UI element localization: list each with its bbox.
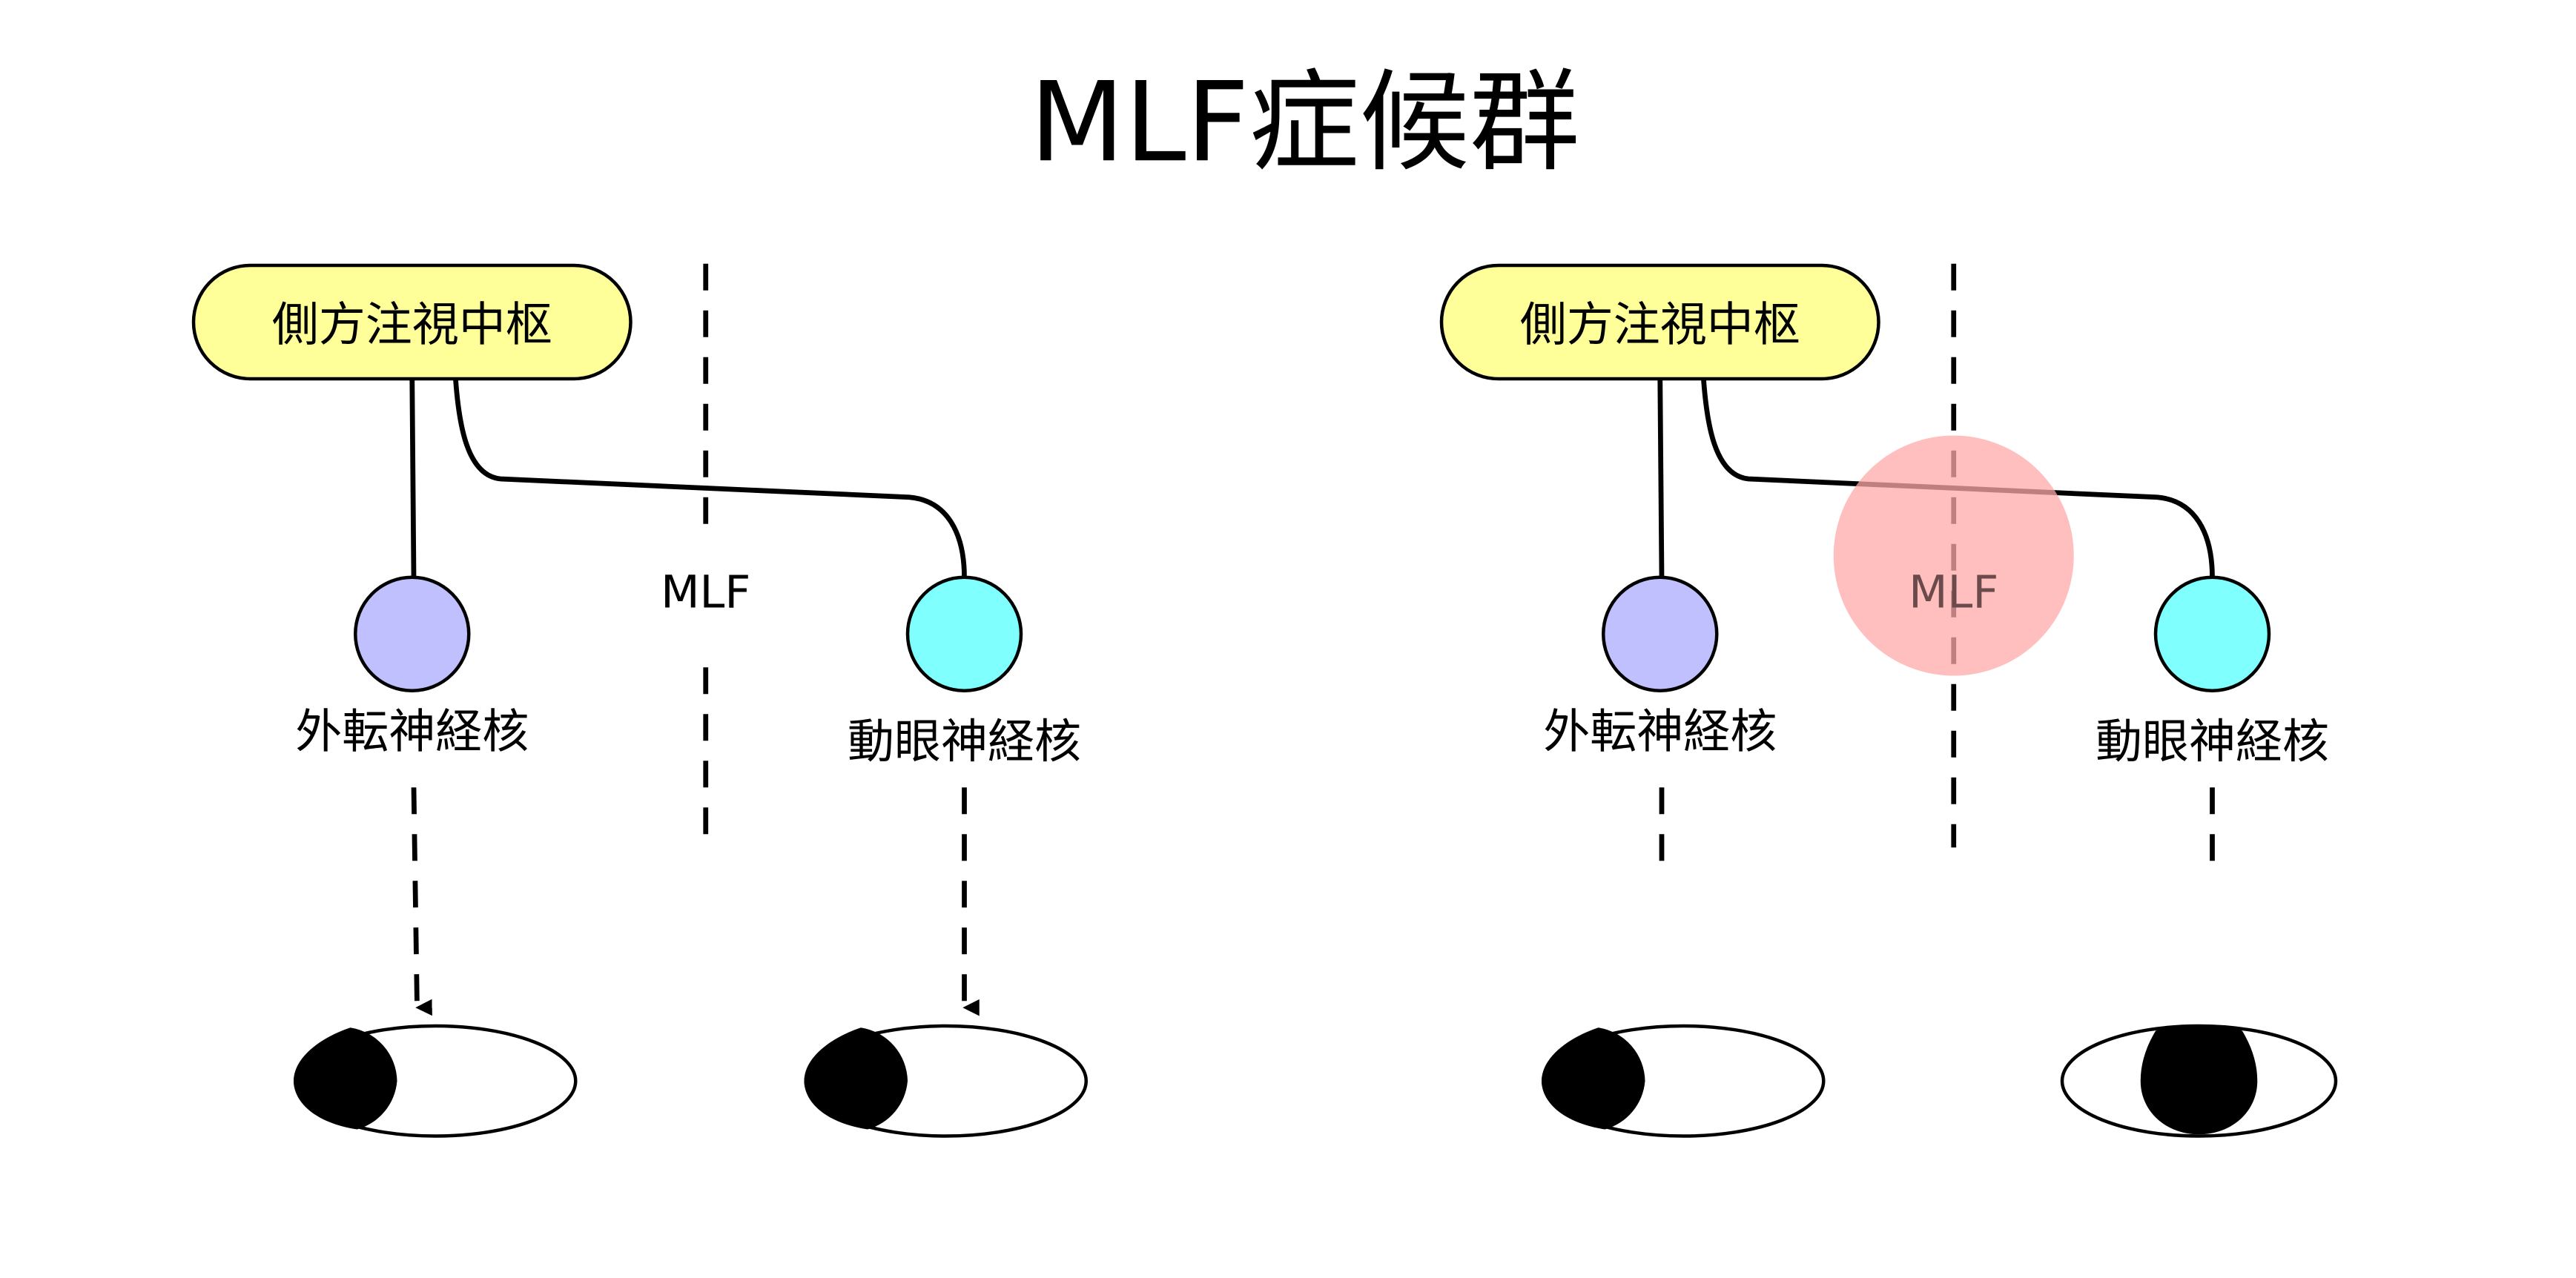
mlf-tract <box>1700 377 2215 577</box>
lateral-gaze-center-box <box>1439 263 1880 381</box>
right-eye-icon <box>804 1024 1088 1138</box>
lateral-gaze-center-box <box>191 263 633 381</box>
mlf-tract <box>452 377 967 577</box>
abducens-nucleus-label: 外転神経核 <box>295 704 529 758</box>
oculomotor-nucleus <box>905 575 1023 692</box>
left-eye-icon <box>294 1024 578 1138</box>
mlf-label: MLF <box>661 566 750 618</box>
abducens-tract <box>409 377 417 577</box>
abducens-arrow <box>411 787 432 1016</box>
panel-normal: MLF 側方注視中枢 外転神経核 動眼神経核 <box>191 263 1088 1138</box>
page-title: MLF症候群 <box>1030 59 1580 187</box>
right-eye-icon <box>2060 1024 2338 1138</box>
abducens-nucleus <box>1602 575 1719 692</box>
oculomotor-nucleus <box>2153 575 2271 692</box>
oculomotor-nucleus-label: 動眼神経核 <box>2096 715 2329 769</box>
abducens-nucleus <box>354 575 471 692</box>
panel-lesion: MLF 側方注視中枢 外転神経核 動眼神経核 <box>1439 263 2338 1138</box>
abducens-nucleus-label: 外転神経核 <box>1543 704 1777 758</box>
lateral-gaze-center-label: 側方注視中枢 <box>272 297 552 351</box>
mlf-lesion-marker <box>1833 435 2074 676</box>
lateral-gaze-center-label: 側方注視中枢 <box>1520 297 1800 351</box>
mlf-label: MLF <box>1909 566 1998 618</box>
abducens-tract <box>1657 377 1665 577</box>
left-eye-icon <box>1542 1024 1826 1138</box>
oculomotor-nucleus-label: 動眼神経核 <box>848 715 1081 769</box>
